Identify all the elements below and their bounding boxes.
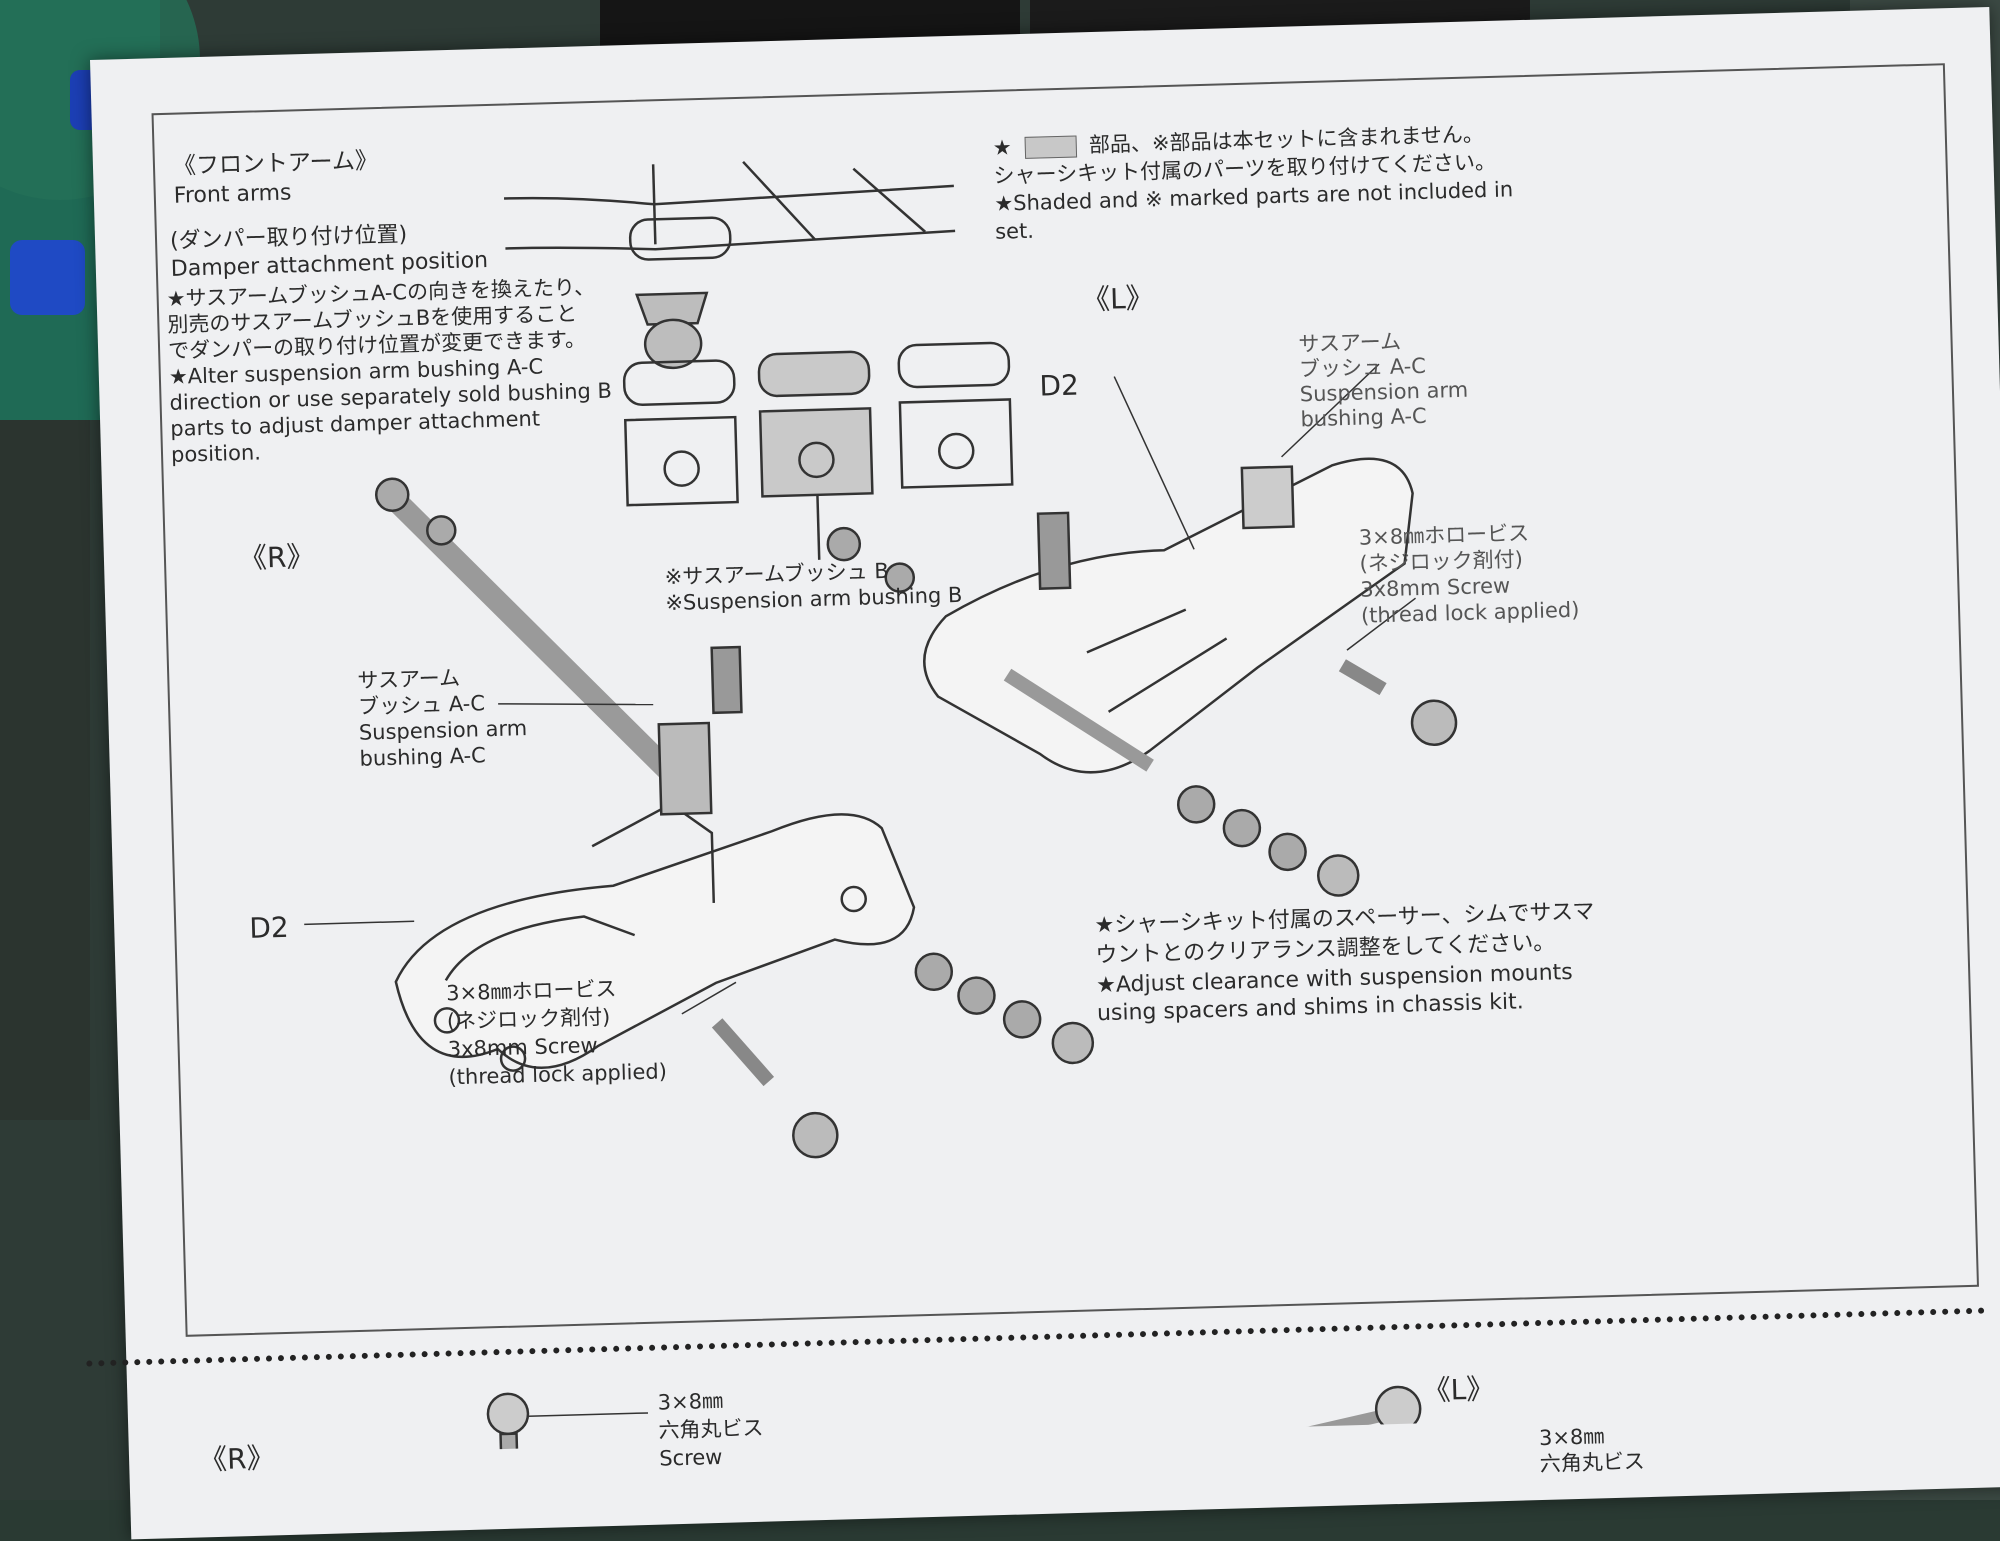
front-arms-title-ja: 《フロントアーム》 [172, 148, 379, 180]
assembly-diagram [304, 160, 1458, 1460]
part-d2-label-left: D2 [1039, 368, 1080, 403]
front-arms-title-en: Front arms [173, 180, 292, 209]
next-screw-ja-1: 3×8㎜ [657, 1388, 724, 1415]
shaded-note-en-line-2: set. [994, 218, 1035, 244]
part-d2-label-right: D2 [248, 910, 290, 945]
next-screw-en: Screw [658, 1444, 723, 1471]
damper-position-detail [503, 160, 1014, 560]
bushing-ac-right-ja-2: ブッシュ A-C [357, 691, 486, 719]
shaded-part-swatch [1024, 135, 1077, 159]
screw-right-ja-2: (ネジロック剤付) [446, 1004, 611, 1034]
left-side-label: 《L》 [1081, 281, 1155, 317]
right-side-label: 《R》 [238, 539, 315, 576]
shaded-note-star: ★ [992, 135, 1012, 160]
bushing-ac-right-ja-1: サスアーム [357, 665, 461, 693]
next-screw-left-ja-1: 3×8㎜ [1538, 1424, 1605, 1451]
next-step-left-label: 《L》 [1422, 1372, 1495, 1408]
screw-right-en-1: 3x8mm Screw [447, 1033, 598, 1062]
alter-note-en-line-4: position. [170, 440, 262, 467]
bushing-ac-right-en-2: bushing A-C [359, 743, 487, 771]
screw-right-ja-1: 3×8㎜ホロービス [445, 976, 617, 1006]
next-screw-ja-2: 六角丸ビス [658, 1415, 764, 1443]
left-front-arm-drawing [826, 457, 1458, 897]
instruction-sheet: 《フロントアーム》 Front arms (ダンパー取り付け位置) Damper… [86, 6, 2000, 1540]
next-step-drawing [486, 1385, 1422, 1460]
bushing-ac-left-en-1: Suspension arm [1299, 377, 1469, 407]
next-step-right-label: 《R》 [198, 1441, 276, 1477]
next-screw-left-ja-2: 六角丸ビス [1539, 1449, 1646, 1477]
bushing-ac-right-en-1: Suspension arm [358, 716, 528, 745]
bushing-ac-left-en-2: bushing A-C [1300, 403, 1427, 432]
right-front-arm-drawing [375, 477, 1095, 1159]
